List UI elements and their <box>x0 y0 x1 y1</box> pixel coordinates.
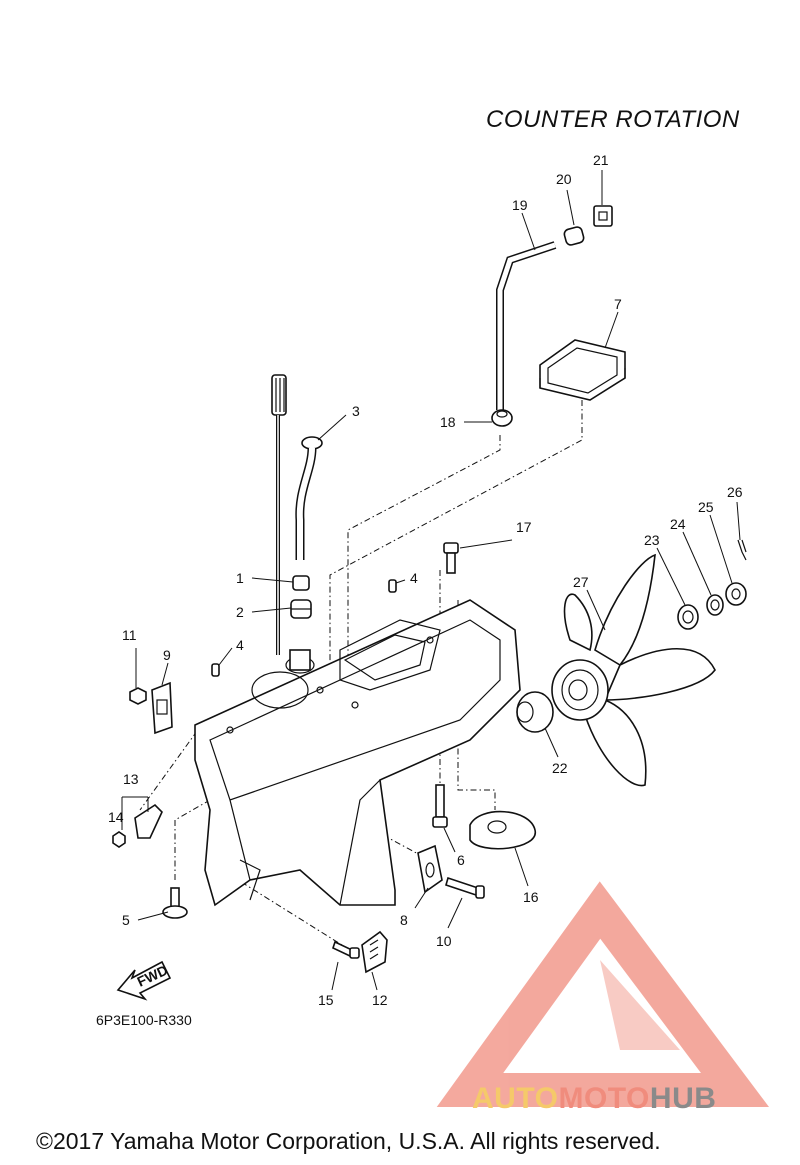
part-19-shift-rod <box>496 241 557 410</box>
part-24-washer <box>706 594 724 616</box>
part-10-bolt <box>445 876 485 899</box>
watermark-part-auto: AUTO <box>472 1082 559 1115</box>
callout-4b: 4 <box>236 637 244 653</box>
part-7-gasket <box>539 339 626 401</box>
part-3-water-tube <box>295 436 323 560</box>
part-21-nut <box>593 205 613 227</box>
callout-16: 16 <box>523 889 539 905</box>
callout-numbers: 1 2 3 4 4 5 6 7 8 9 10 11 12 13 14 15 16… <box>108 152 743 1008</box>
callout-2: 2 <box>236 604 244 620</box>
part-13-anode <box>134 803 163 839</box>
watermark-part-moto: MOTO <box>558 1082 650 1115</box>
callout-26: 26 <box>727 484 743 500</box>
callout-15: 15 <box>318 992 334 1008</box>
callout-11: 11 <box>122 627 137 643</box>
drive-shaft <box>271 374 287 655</box>
part-1-grommet <box>292 575 310 591</box>
callout-4a: 4 <box>410 570 418 586</box>
part-14-bolt <box>112 831 126 848</box>
part-25-prop-nut <box>725 582 747 606</box>
callout-10: 10 <box>436 933 452 949</box>
part-22-spacer <box>516 691 554 733</box>
callout-5: 5 <box>122 912 130 928</box>
part-23-washer <box>677 604 699 630</box>
part-9-bracket <box>151 681 173 735</box>
callout-23: 23 <box>644 532 660 548</box>
callout-9: 9 <box>163 647 171 663</box>
diagram-code: 6P3E100-R330 <box>96 1012 192 1028</box>
callout-12: 12 <box>372 992 388 1008</box>
part-6-bolt <box>432 784 448 828</box>
callout-20: 20 <box>556 171 572 187</box>
callout-7: 7 <box>614 296 622 312</box>
part-17-bolt <box>443 542 459 574</box>
part-12-cover <box>361 930 388 974</box>
part-16-trim-tab <box>469 810 536 850</box>
part-8-anode <box>417 844 443 894</box>
part-2-seal <box>290 599 312 619</box>
watermark-text: AUTOMOTOHUB <box>472 1082 716 1116</box>
callout-1: 1 <box>236 570 244 586</box>
watermark-logo <box>436 881 769 1107</box>
callout-22: 22 <box>552 760 568 776</box>
part-4-dowel-pins <box>211 579 397 677</box>
part-5-bolt <box>162 887 188 919</box>
leader-lines <box>121 170 741 991</box>
callout-19: 19 <box>512 197 528 213</box>
callout-3: 3 <box>352 403 360 419</box>
callout-21: 21 <box>593 152 609 168</box>
part-27-propeller <box>551 553 716 787</box>
part-26-cotter-pin <box>737 539 747 561</box>
callout-8: 8 <box>400 912 408 928</box>
part-18-grommet <box>491 409 513 427</box>
copyright-notice: ©2017 Yamaha Motor Corporation, U.S.A. A… <box>36 1128 661 1154</box>
forward-arrow-icon: FWD <box>116 960 172 1001</box>
callout-17: 17 <box>516 519 532 535</box>
lower-unit-gearcase <box>194 599 521 907</box>
callout-24: 24 <box>670 516 686 532</box>
callout-14: 14 <box>108 809 124 825</box>
watermark-part-hub: HUB <box>649 1082 717 1115</box>
callout-6: 6 <box>457 852 465 868</box>
callout-25: 25 <box>698 499 714 515</box>
callout-13: 13 <box>123 771 139 787</box>
diagram-title: COUNTER ROTATION <box>486 106 740 133</box>
callout-27: 27 <box>573 574 589 590</box>
callout-18: 18 <box>440 414 456 430</box>
part-11-nut <box>129 687 147 705</box>
part-20-collar <box>563 226 585 246</box>
part-15-bolt <box>332 940 360 959</box>
